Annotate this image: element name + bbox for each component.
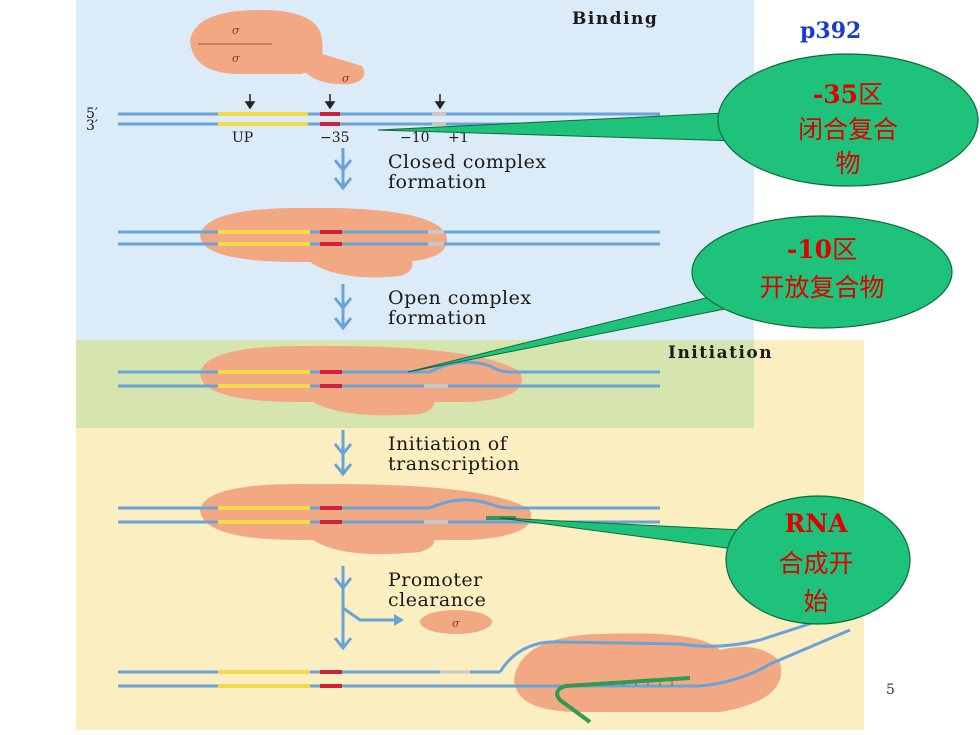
binding-panel [76,0,754,340]
label-plus1: +1 [448,130,469,146]
svg-text:-35区: -35区 [813,80,883,109]
callout-rna: RNA 合成开 始 [499,495,911,625]
step-3-line1: Initiation of [388,433,509,455]
step-arrow-3 [333,430,353,477]
elongating-complex [118,612,851,724]
step-1-line1: Closed complex [388,151,547,173]
label-minus10: −10 [400,130,430,146]
label-up: UP [232,130,253,146]
sigma-label-2: σ [232,52,240,65]
callout-1-line2: 闭合复合 [798,115,898,144]
label-minus35: −35 [320,130,350,146]
strand-3prime-bottom: 3′ [86,118,98,134]
step-2-line1: Open complex [388,287,532,309]
strand-5prime-top: 5′ [86,106,98,122]
callout-2-line2: 开放复合物 [759,273,884,302]
initiating-complex [118,483,660,555]
callout-3-line1: RNA [784,509,848,538]
free-polymerase: σ σ σ [190,10,365,85]
step-arrow-1 [333,148,353,191]
callout-2-line1-num: -10 [787,235,832,264]
step-2-line2: formation [388,307,487,329]
sigma-label-released: σ [452,617,460,630]
closed-complex [118,207,660,278]
sigma-label-1: σ [232,24,240,37]
slide-number: 5 [886,682,895,698]
sigma-label-3: σ [342,72,350,85]
callout-minus35: -35区 闭合复合 物 [377,53,979,187]
step-arrow-2 [333,284,353,331]
svg-text:-10区: -10区 [787,235,857,264]
step-arrow-4 [333,566,404,651]
released-sigma: σ [420,610,492,634]
callout-3-line3: 始 [803,587,828,616]
open-complex [118,345,660,416]
callout-1-line1-cn: 区 [858,80,883,109]
phase-initiation: Initiation [668,343,773,363]
callout-2-line1-cn: 区 [832,235,857,264]
callout-1-line1-num: -35 [813,80,858,109]
step-1-line2: formation [388,171,487,193]
step-4-line1: Promoter [388,569,483,591]
callout-1-line3: 物 [835,149,860,178]
callout-3-line2: 合成开 [778,549,853,578]
page-ref: p392 [800,18,861,44]
binding-arrows [244,94,446,110]
step-3-line2: transcription [388,453,520,475]
step-4-line2: clearance [388,589,486,611]
callout-minus10: -10区 开放复合物 [407,215,953,373]
phase-binding: Binding [572,9,658,29]
